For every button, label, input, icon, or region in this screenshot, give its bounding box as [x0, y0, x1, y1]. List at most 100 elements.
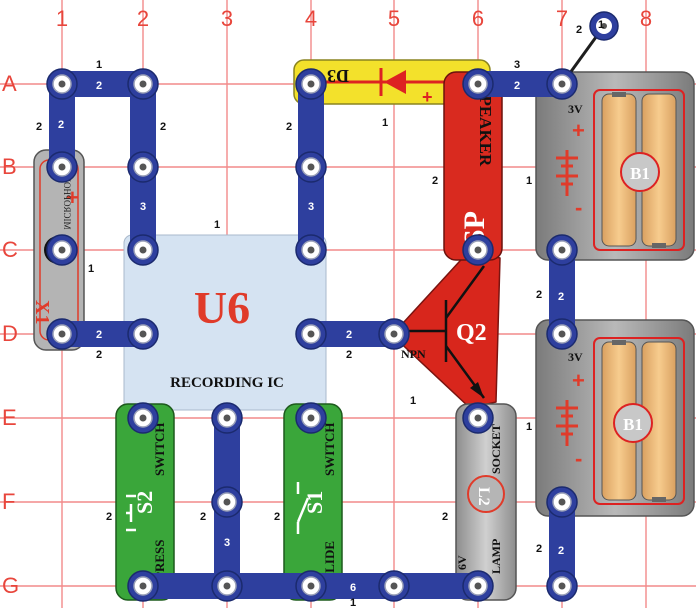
snap-socket-center [58, 246, 66, 254]
label-a6-a7-top: 3 [514, 59, 520, 71]
battery-bottom-plus: + [572, 368, 585, 393]
snap-socket-center [307, 80, 315, 88]
snap-socket-center [58, 330, 66, 338]
jumper-snap-center [601, 23, 607, 29]
label-a-mid-2: 2 [96, 80, 102, 92]
lamp-l2[interactable]: L2 6V LAMP SOCKET [455, 403, 517, 601]
label-a4-b4-side: 2 [286, 121, 292, 133]
label-lamp-left: 2 [442, 511, 448, 523]
label-a1-b1-mid: 2 [58, 119, 64, 131]
label-e3-g3-left: 2 [200, 511, 206, 523]
label-corner-1: 1 [598, 19, 604, 31]
microphone-plus: + [66, 185, 79, 210]
lamp-name: LAMP [489, 539, 503, 574]
snap-sockets [46, 11, 619, 602]
u6-recording-ic[interactable]: U6 RECORDING IC [123, 234, 327, 411]
label-f7-g7-left: 2 [536, 543, 542, 555]
label-b4-c4-mid: 3 [308, 201, 314, 213]
battery-b1-top[interactable]: B1 3V + - [535, 71, 695, 261]
label-f7-g7-mid: 2 [558, 545, 564, 557]
label-e7-battery-left: 1 [526, 421, 532, 433]
microphone-name: MICROPHONE [62, 170, 72, 230]
grid-row-label: F [2, 489, 15, 514]
battery-b1-bottom[interactable]: B1 3V + - [535, 319, 695, 517]
transistor-code: Q2 [456, 320, 487, 346]
speaker-sp[interactable]: SPEAKER SP [443, 71, 503, 261]
press-switch-name: PRESS [152, 540, 167, 580]
label-u6-top: 1 [214, 219, 220, 231]
grid-column-label: 1 [56, 6, 68, 31]
snap-socket-center [558, 80, 566, 88]
label-d1-d2-mid: 2 [96, 329, 102, 341]
snap-socket-center [139, 330, 147, 338]
label-e3-g3-mid: 3 [224, 537, 230, 549]
grid-row-label: A [2, 71, 17, 96]
label-b2-c2-mid: 3 [140, 201, 146, 213]
slide-switch-name-2: SWITCH [322, 423, 337, 476]
snap-socket-center [223, 582, 231, 590]
grid-column-label: 5 [388, 6, 400, 31]
grid-row-label: D [2, 321, 18, 346]
push-switch-icon [126, 494, 136, 532]
snap-socket-center [474, 582, 482, 590]
label-battery-top-left: 1 [526, 175, 532, 187]
press-switch-code: S2 [132, 491, 157, 514]
lamp-name-socket: SOCKET [489, 424, 503, 474]
label-q2-bottom: 1 [410, 395, 416, 407]
snap-socket-center [558, 246, 566, 254]
battery-top-plus: + [572, 118, 585, 143]
snap-socket-center [139, 414, 147, 422]
label-led-1: 1 [382, 117, 388, 129]
battery-bottom-voltage: 3V [568, 350, 583, 364]
snap-socket-center [58, 163, 66, 171]
grid-column-label: 2 [137, 6, 149, 31]
snap-socket-center [474, 246, 482, 254]
snap-socket-center [474, 414, 482, 422]
lamp-voltage: 6V [455, 555, 469, 570]
transistor-q2[interactable]: Q2 NPN [391, 249, 501, 409]
grid-column-label: 6 [472, 6, 484, 31]
led-d3-code: D3 [327, 66, 349, 86]
led-d3-plus: + [422, 87, 433, 107]
snap-socket-center [307, 330, 315, 338]
snap-socket-center [139, 163, 147, 171]
snap-socket-center [307, 246, 315, 254]
battery-top-voltage: 3V [568, 102, 583, 116]
grid-row-label: G [2, 573, 19, 598]
label-s1-left: 2 [274, 511, 280, 523]
snap-socket-center [139, 246, 147, 254]
snap-socket-center [223, 414, 231, 422]
slide-switch-code: S1 [302, 491, 327, 514]
slide-switch-icon [296, 482, 310, 534]
snap-socket-center [58, 80, 66, 88]
snap-socket-center [390, 330, 398, 338]
grid-row-label: E [2, 405, 17, 430]
label-a1-b1-side: 2 [36, 121, 42, 133]
grid-row-label: C [2, 237, 18, 262]
u6-code: U6 [194, 282, 250, 333]
snap-socket-center [558, 582, 566, 590]
label-d4-d5-mid: 2 [346, 329, 352, 341]
lamp-code: L2 [475, 487, 492, 506]
snap-socket-center [558, 498, 566, 506]
label-s2-left: 2 [106, 511, 112, 523]
snap-socket-center [474, 80, 482, 88]
snap-socket-center [139, 582, 147, 590]
label-speaker-left: 2 [432, 175, 438, 187]
diode-arrow-icon [384, 70, 406, 94]
battery-symbol-icon [556, 400, 578, 446]
microphone-code: X1 [31, 300, 53, 324]
label-c1-side: 1 [88, 263, 94, 275]
label-corner-2: 2 [576, 24, 582, 36]
battery-symbol-icon [556, 150, 578, 196]
label-a6-a7-mid: 2 [514, 80, 520, 92]
snap-socket-center [307, 414, 315, 422]
grid-column-label: 7 [556, 6, 568, 31]
slide-switch-name: SLIDE [322, 541, 337, 580]
grid-column-label: 3 [221, 6, 233, 31]
battery-top-code: B1 [630, 164, 650, 183]
snap-socket-center [139, 80, 147, 88]
u6-name: RECORDING IC [170, 375, 284, 391]
snap-socket-center [390, 582, 398, 590]
